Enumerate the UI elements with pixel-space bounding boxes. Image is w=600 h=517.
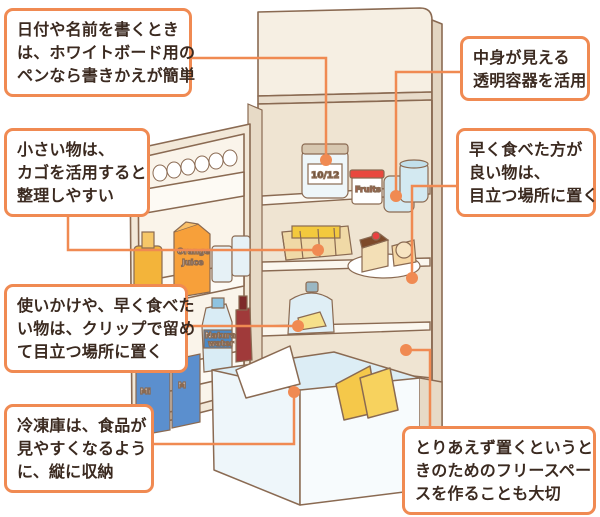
callout-clear-containers-line2: 透明容器を活用 — [473, 71, 587, 91]
callout-date-labels-line1: 日付や名前を書くとき — [17, 20, 180, 39]
connector-dot-basket — [312, 244, 324, 256]
connector-dot-clear-container — [390, 190, 402, 202]
connector-dot-freezer — [288, 386, 300, 398]
door-bottle — [133, 231, 163, 289]
callout-clear-containers: 中身が見える 透明容器を活用 — [460, 36, 590, 102]
egg-tray — [152, 149, 238, 182]
callout-clear-containers-line1: 中身が見える — [473, 48, 570, 67]
orange-juice-carton: Orange Juice — [173, 221, 211, 299]
connector-lines — [66, 56, 462, 446]
callout-freezer-line1: 冷凍庫は、食品が — [17, 416, 147, 435]
callout-clip-items-line3: て目立つ場所に置く — [17, 342, 163, 362]
callout-small-items-line3: 整理しやすい — [17, 186, 115, 206]
callout-freezer: 冷凍庫は、食品が 見やすくなるよう に、縦に収納 — [4, 404, 154, 493]
water-label-line1: Natural M — [205, 331, 249, 340]
callout-clip-items-line2: い物は、クリップで留め — [17, 319, 196, 339]
callout-clip-items: 使いかけや、早く食べた い物は、クリップで留め て目立つ場所に置く — [4, 284, 196, 373]
milk-left-label: Mi — [140, 387, 151, 396]
juice-label-line1: Orange — [177, 247, 211, 256]
connector-dot-cheese — [292, 320, 304, 332]
callout-free-space-line3: スを作ることも大切 — [415, 484, 561, 504]
cake-plate — [347, 231, 421, 279]
callout-eat-soon-line3: 目立つ場所に置く — [469, 186, 599, 206]
fruits-jar: Fruits — [349, 169, 385, 205]
callout-small-items-line2: カゴを活用すると — [17, 163, 147, 183]
fruits-jar-label: Fruits — [355, 185, 381, 194]
date-jar: 10/12 — [301, 143, 349, 199]
connector-dot-date-jar — [320, 154, 332, 166]
milk-right-label: M — [178, 381, 186, 390]
callout-freezer-line2: 見やすくなるよう — [17, 439, 147, 459]
callout-clip-items-line1: 使いかけや、早く食べた — [17, 296, 195, 315]
connector-dot-cake — [406, 272, 418, 284]
callout-eat-soon: 早く食べた方が 良い物は、 目立つ場所に置く — [456, 128, 599, 217]
juice-label-line2: Juice — [181, 258, 204, 267]
callout-freezer-line3: に、縦に収納 — [17, 462, 114, 482]
water-label-line2: water — [208, 339, 234, 348]
water-bottle: Natural M water — [201, 297, 250, 373]
door-jars — [211, 235, 251, 283]
jar-date-label: 10/12 — [311, 171, 339, 181]
callout-date-labels: 日付や名前を書くとき は、ホワイトボード用の ペンなら書きかえが簡単 — [4, 8, 196, 97]
callout-date-labels-line3: ペンなら書きかえが簡単 — [17, 66, 196, 86]
callout-small-items-line1: 小さい物は、 — [17, 140, 115, 159]
connector-dot-free-space — [400, 344, 412, 356]
callout-free-space-line2: きのためのフリースペー — [415, 461, 592, 481]
callout-date-labels-line2: は、ホワイトボード用の — [17, 43, 196, 63]
callout-free-space-line1: とりあえず置くというと — [415, 438, 594, 457]
freezer-drawer — [211, 345, 421, 506]
callout-free-space: とりあえず置くというと きのためのフリースペー スを作ることも大切 — [402, 426, 596, 515]
callout-small-items: 小さい物は、 カゴを活用すると 整理しやすい — [4, 128, 150, 217]
callout-eat-soon-line2: 良い物は、 — [469, 163, 551, 183]
wine-bottle — [235, 295, 253, 363]
callout-eat-soon-line1: 早く食べた方が — [469, 140, 583, 159]
